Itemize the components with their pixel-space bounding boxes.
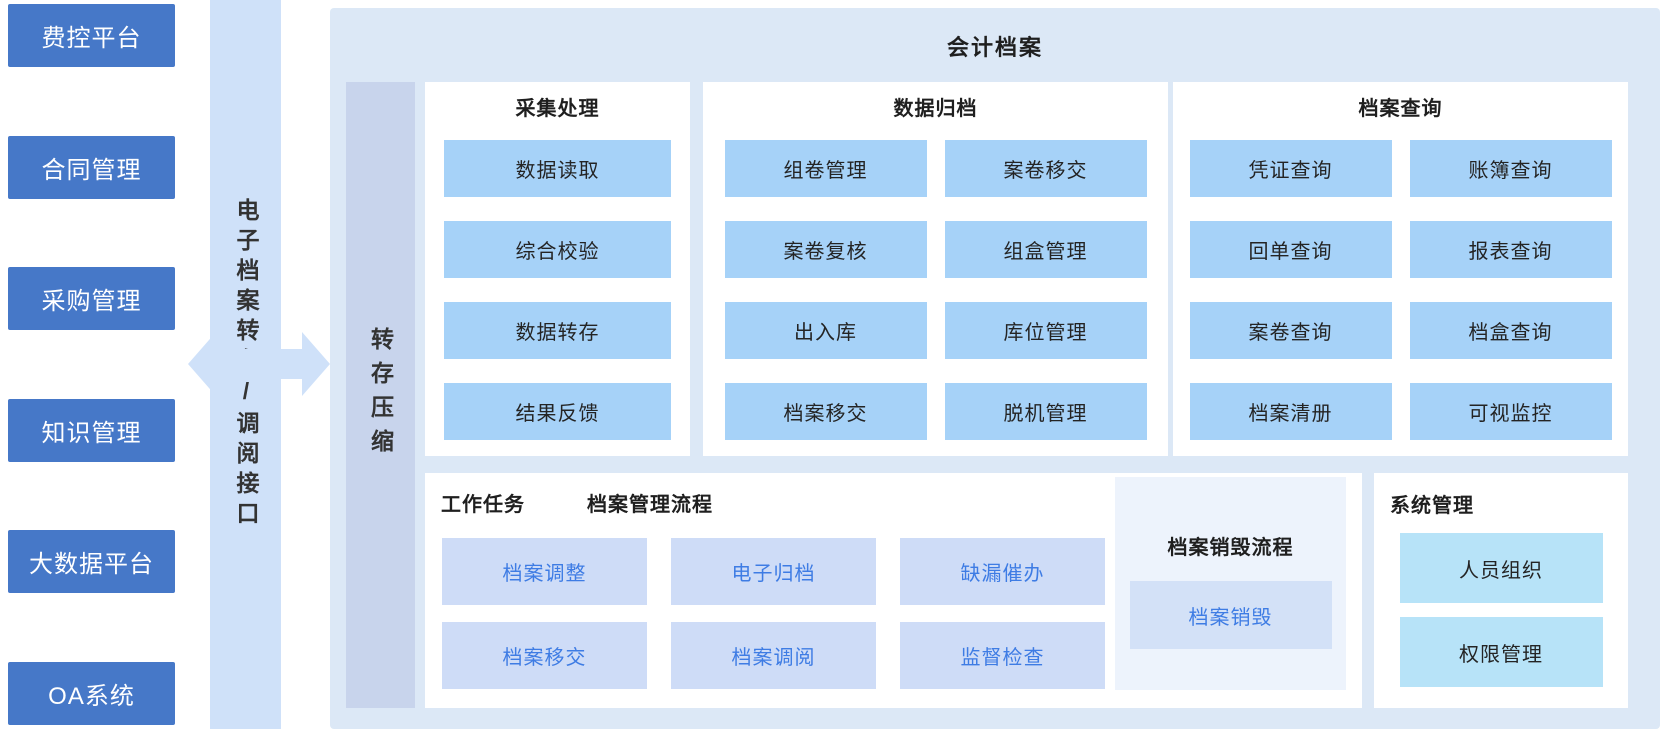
panel-work-tasks: 工作任务 档案管理流程 档案调整电子归档缺漏催办档案移交档案调阅监督检查 档案销…	[425, 473, 1362, 708]
panel-title: 档案查询	[1358, 98, 1443, 120]
module-item: 综合校验	[444, 221, 671, 278]
module-item: 档案移交	[724, 383, 927, 440]
module-item: 账簿查询	[1409, 140, 1612, 197]
destroy-panel-title: 档案销毁流程	[1167, 537, 1294, 559]
panel-items: 凭证查询账簿查询回单查询报表查询案卷查询档盒查询档案清册可视监控	[1173, 140, 1628, 440]
module-item: 报表查询	[1409, 221, 1612, 278]
module-item: 档盒查询	[1409, 302, 1612, 359]
module-item: 可视监控	[1409, 383, 1612, 440]
panel-title: 采集处理	[515, 98, 600, 120]
module-item: 库位管理	[944, 302, 1147, 359]
archive-process-title: 档案管理流程	[587, 494, 713, 516]
work-item: 监督检查	[900, 622, 1105, 689]
external-system-box: 知识管理	[8, 398, 175, 462]
module-item: 案卷查询	[1189, 302, 1392, 359]
bidirectional-arrow-icon	[180, 320, 340, 410]
external-system-box: OA系统	[8, 661, 175, 725]
work-panel-header: 工作任务 档案管理流程	[441, 492, 713, 518]
external-system-box: 费控平台	[8, 4, 175, 67]
panel-title: 数据归档	[893, 98, 978, 120]
destroy-items: 档案销毁	[1115, 581, 1346, 649]
external-system-box: 大数据平台	[8, 530, 175, 594]
accounting-archive-panel: 会计档案 转存压缩 采集处理 数据读取综合校验数据转存结果反馈 数据归档 组卷管…	[330, 8, 1660, 729]
module-item: 出入库	[724, 302, 927, 359]
panel-data-archiving: 数据归档 组卷管理案卷移交案卷复核组盒管理出入库库位管理档案移交脱机管理	[703, 82, 1168, 456]
work-item: 电子归档	[671, 538, 876, 605]
work-tasks-title: 工作任务	[441, 494, 525, 516]
external-system-box: 合同管理	[8, 135, 175, 199]
module-item: 数据转存	[444, 302, 671, 359]
external-system-box: 采购管理	[8, 267, 175, 331]
module-item: 结果反馈	[444, 383, 671, 440]
system-item: 人员组织	[1399, 533, 1603, 603]
compress-bar-label: 转存压缩	[367, 327, 394, 463]
module-item: 脱机管理	[944, 383, 1147, 440]
module-item: 回单查询	[1189, 221, 1392, 278]
work-item: 档案移交	[442, 622, 647, 689]
module-item: 案卷移交	[944, 140, 1147, 197]
compress-bar: 转存压缩	[346, 82, 415, 708]
external-systems-column: 费控平台合同管理采购管理知识管理大数据平台 OA系统	[8, 4, 175, 725]
main-title: 会计档案	[946, 35, 1043, 60]
panel-system-management: 系统管理 人员组织权限管理	[1374, 473, 1628, 708]
work-item: 档案调整	[442, 538, 647, 605]
module-item: 案卷复核	[724, 221, 927, 278]
system-item: 权限管理	[1399, 617, 1603, 687]
panel-collection-processing: 采集处理 数据读取综合校验数据转存结果反馈	[425, 82, 690, 456]
module-item: 凭证查询	[1189, 140, 1392, 197]
panel-items: 数据读取综合校验数据转存结果反馈	[425, 140, 690, 440]
work-item: 缺漏催办	[900, 538, 1105, 605]
module-item: 档案清册	[1189, 383, 1392, 440]
panel-items: 组卷管理案卷移交案卷复核组盒管理出入库库位管理档案移交脱机管理	[703, 140, 1168, 440]
panel-archive-query: 档案查询 凭证查询账簿查询回单查询报表查询案卷查询档盒查询档案清册可视监控	[1173, 82, 1628, 456]
system-items: 人员组织权限管理	[1374, 533, 1628, 687]
module-item: 组卷管理	[724, 140, 927, 197]
panel-archive-destruction: 档案销毁流程 档案销毁	[1115, 477, 1346, 690]
module-item: 组盒管理	[944, 221, 1147, 278]
work-item: 档案调阅	[671, 622, 876, 689]
system-panel-title: 系统管理	[1390, 495, 1474, 517]
destroy-item: 档案销毁	[1129, 581, 1332, 649]
work-items: 档案调整电子归档缺漏催办档案移交档案调阅监督检查	[442, 538, 1105, 689]
module-item: 数据读取	[444, 140, 671, 197]
